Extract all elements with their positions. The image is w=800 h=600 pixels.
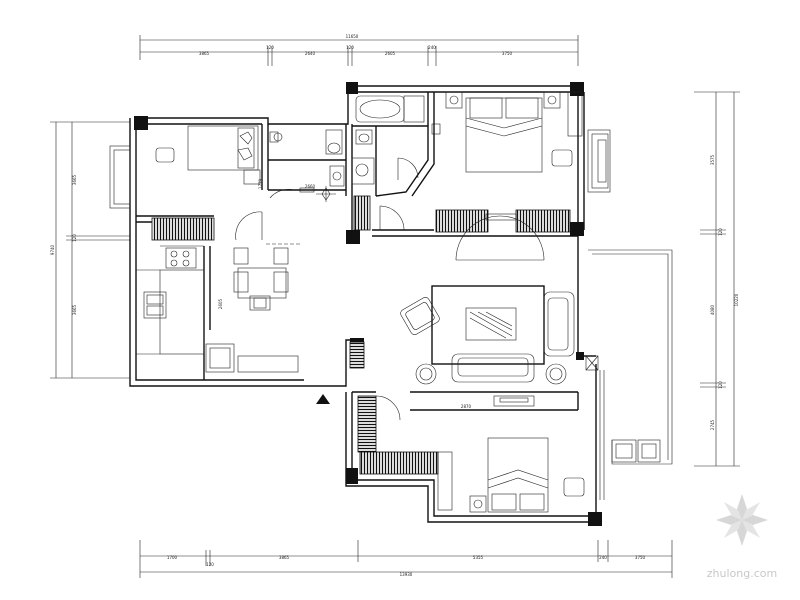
wardrobes bbox=[151, 91, 583, 511]
dim-bottom-seg: 3865 bbox=[279, 555, 290, 560]
dim-bottom-seg: 240 bbox=[599, 555, 607, 560]
dim-left-seg: 120 bbox=[72, 234, 77, 242]
watermark: zhulong.com bbox=[707, 494, 777, 580]
watermark-logo-icon bbox=[716, 494, 768, 546]
inner-dimensions: 1779 2660 2605 2870 bbox=[218, 178, 472, 409]
kitchen bbox=[136, 247, 205, 355]
bedroom-master bbox=[379, 91, 573, 261]
dim-left-overall: 9740 bbox=[50, 244, 55, 255]
dim-right-seg: 120 bbox=[718, 381, 723, 389]
dim-top-seg: 120 bbox=[266, 45, 274, 50]
dim-top-seg: 3750 bbox=[502, 51, 513, 56]
dim-inner: 2660 bbox=[305, 184, 316, 189]
dim-top-seg: 3865 bbox=[199, 51, 210, 56]
bedroom-top-left bbox=[155, 125, 283, 185]
dimension-bottom: 13930 1700 120 3865 5355 240 3750 bbox=[139, 540, 673, 578]
dim-top-seg: 240 bbox=[428, 45, 436, 50]
dim-right-seg: 3575 bbox=[710, 154, 715, 165]
dim-bottom-seg: 3750 bbox=[635, 555, 646, 560]
dim-left-seg: 3665 bbox=[72, 304, 77, 315]
dim-right-overall: 10220 bbox=[734, 293, 739, 306]
dim-bottom-seg: 1700 bbox=[167, 555, 178, 560]
dim-bottom-seg: 120 bbox=[206, 562, 214, 567]
dim-top-seg: 120 bbox=[346, 45, 354, 50]
watermark-text: zhulong.com bbox=[707, 567, 777, 580]
dim-bottom-overall: 13930 bbox=[400, 572, 413, 577]
dim-right-seg: 2745 bbox=[710, 419, 715, 430]
dim-top-seg: 2640 bbox=[305, 51, 316, 56]
dimension-right: 10220 3575 120 4080 120 2745 bbox=[694, 91, 740, 467]
dim-top-seg: 2605 bbox=[385, 51, 396, 56]
dim-inner: 1779 bbox=[258, 178, 263, 189]
dim-right-seg: 4080 bbox=[710, 304, 715, 315]
dimension-left: 9740 3665 120 3665 bbox=[50, 121, 130, 379]
balcony-right bbox=[585, 355, 661, 463]
dim-right-seg: 120 bbox=[718, 228, 723, 236]
dim-top-overall: 11650 bbox=[346, 34, 359, 39]
living-room bbox=[375, 285, 575, 421]
dim-bottom-seg: 5355 bbox=[473, 555, 484, 560]
dim-left-seg: 3665 bbox=[72, 174, 77, 185]
structural-columns bbox=[134, 82, 602, 526]
bedroom-bottom bbox=[469, 437, 585, 513]
bathroom bbox=[299, 95, 425, 202]
entrance-arrow-icon bbox=[316, 394, 330, 404]
dining bbox=[205, 189, 300, 373]
dim-inner: 2870 bbox=[461, 404, 472, 409]
dimension-top: 11650 3865 120 2640 120 2605 240 3750 bbox=[139, 34, 579, 66]
dim-inner: 2605 bbox=[218, 298, 223, 309]
